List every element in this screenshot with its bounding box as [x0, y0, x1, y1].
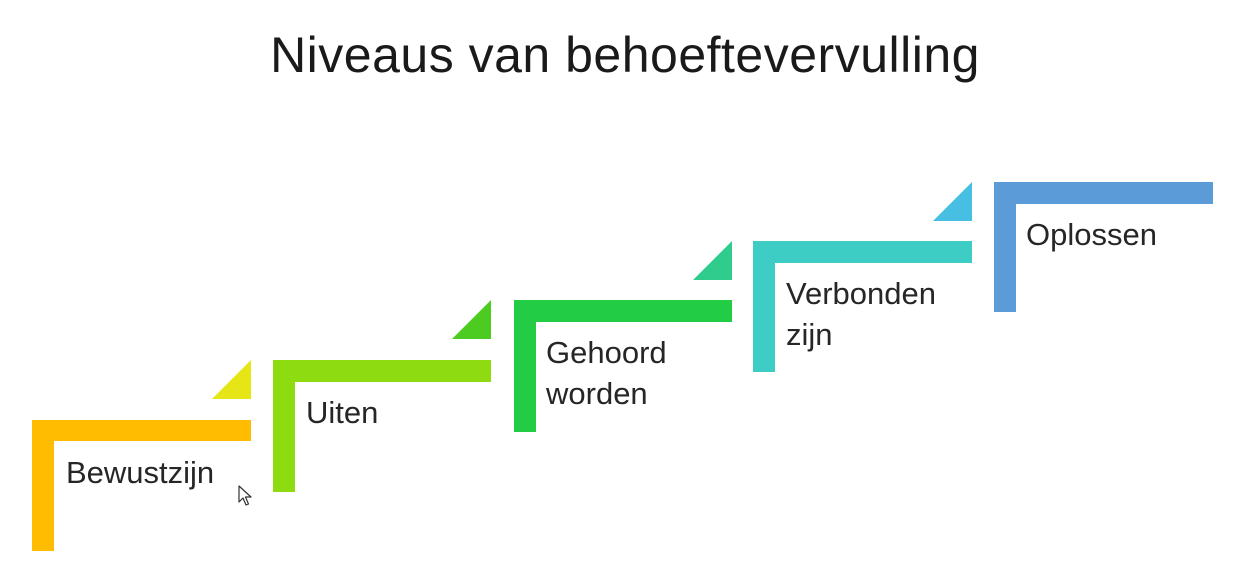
step-3-triangle	[693, 241, 732, 280]
step-oplossen	[994, 182, 1213, 312]
step-label-verbonden-zijn: Verbonden zijn	[786, 276, 936, 352]
step-bewustzijn	[32, 360, 251, 551]
step-label-gehoord-worden: Gehoord worden	[546, 335, 667, 411]
step-uiten	[273, 300, 491, 492]
step-label-bewustzijn: Bewustzijn	[66, 455, 215, 490]
step-label-uiten: Uiten	[306, 395, 379, 430]
step-gehoord-worden	[514, 241, 732, 432]
step-2-bracket	[273, 360, 491, 492]
step-1-triangle	[212, 360, 251, 399]
step-verbonden-zijn	[753, 182, 972, 372]
page-title: Niveaus van behoeftevervulling	[270, 27, 980, 83]
step-1-bracket	[32, 420, 251, 551]
step-4-bracket	[753, 241, 972, 372]
mouse-pointer-icon	[238, 485, 252, 506]
step-3-bracket	[514, 300, 732, 432]
step-label-oplossen: Oplossen	[1026, 217, 1157, 252]
step-5-bracket	[994, 182, 1213, 312]
step-2-triangle	[452, 300, 491, 339]
step-4-triangle	[933, 182, 972, 221]
